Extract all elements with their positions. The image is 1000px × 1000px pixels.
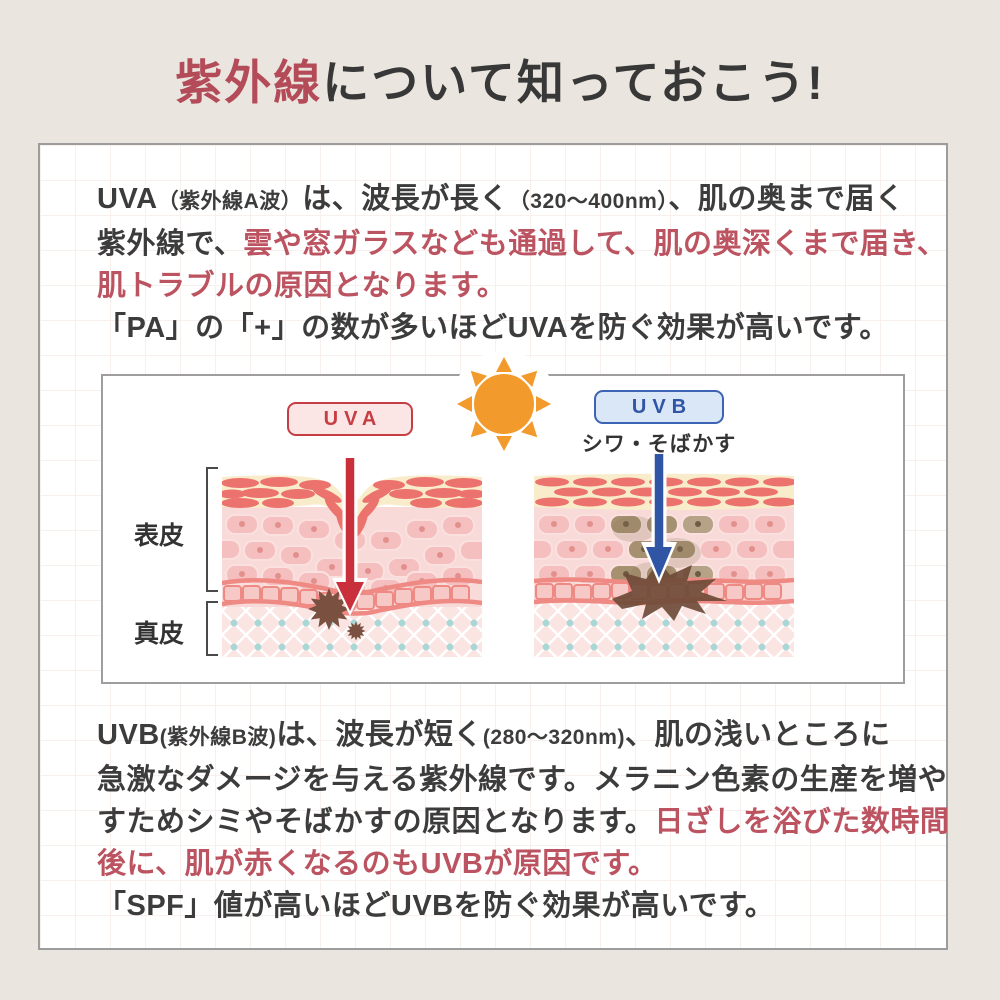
uva-line-4: 「PA」の「+」の数が多いほどUVAを防ぐ効果が高いです。 — [97, 312, 889, 344]
epidermis-label: 表皮 — [133, 522, 184, 550]
uvb-melanocyte — [612, 561, 727, 621]
uvb-tag: UVB — [594, 390, 724, 424]
uva-damage-star — [308, 588, 366, 641]
uvb-line-5: 「SPF」値が高いほどUVBを防ぐ効果が高いです。 — [97, 890, 775, 922]
uva-line-1: UVA（紫外線A波）は、波長が長く（320～400nm）、肌の奥まで届く — [97, 183, 905, 215]
uvb-line-3: すためシミやそばかすの原因となります。日ざしを浴びた数時間 — [97, 806, 950, 838]
uvb-line-4: 後に、肌が赤くなるのもUVBが原因です。 — [97, 848, 658, 880]
content-card: UVA（紫外線A波）は、波長が長く（320～400nm）、肌の奥まで届く 紫外線… — [38, 143, 949, 950]
uv-skin-diagram: UVA UVB シワ・そばかす 表皮 真皮 — [101, 351, 905, 684]
uva-arrow-icon — [332, 458, 368, 616]
uvb-line-1: UVB(紫外線B波)は、波長が短く(280～320nm)、肌の浅いところに — [97, 719, 891, 751]
page-title: 紫外線について知っておこう! — [0, 44, 1000, 113]
dermis-label: 真皮 — [133, 620, 184, 648]
uva-line-3: 肌トラブルの原因となります。 — [97, 270, 507, 302]
uva-line-2: 紫外線で、雲や窓ガラスなども通過して、肌の奥深くまで届き、 — [97, 228, 947, 260]
uva-tag: UVA — [287, 402, 413, 436]
uvb-description: UVB(紫外線B波)は、波長が短く(280～320nm)、肌の浅いところに 急激… — [97, 714, 949, 927]
sun-icon — [451, 351, 557, 457]
title-accent: 紫外線 — [175, 56, 323, 109]
uvb-caption: シワ・そばかす — [581, 433, 737, 456]
uvb-line-2: 急激なダメージを与える紫外線です。メラニン色素の生産を増や — [97, 764, 948, 796]
epidermis-bracket — [206, 467, 218, 592]
dermis-bracket — [206, 601, 218, 656]
uva-description: UVA（紫外線A波）は、波長が長く（320～400nm）、肌の奥まで届く 紫外線… — [97, 178, 946, 349]
title-rest: について知っておこう! — [322, 56, 825, 109]
uvb-arrow-icon — [641, 454, 677, 584]
